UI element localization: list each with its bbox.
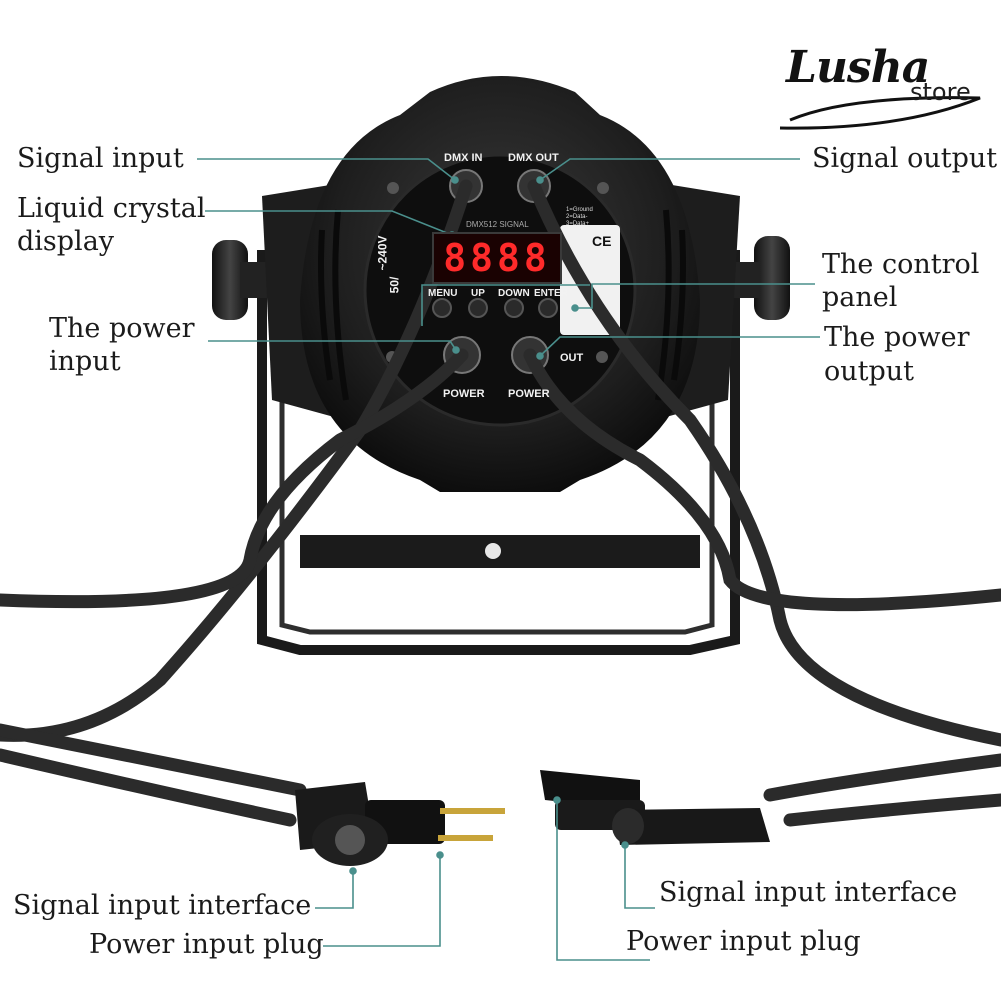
enter-button-label: ENTER: [534, 288, 568, 299]
cables: [0, 179, 1001, 827]
callout-power-output-line2: output: [824, 356, 915, 387]
callout-power-input-line2: input: [49, 346, 121, 377]
right-plugs: [540, 770, 770, 845]
dmx-signal-label: DMX512 SIGNAL: [466, 220, 529, 229]
callout-lcd-line2: display: [17, 226, 115, 257]
ce-mark: CE: [592, 233, 612, 249]
callout-signal-input: Signal input: [17, 143, 184, 174]
power-out-label: POWER: [508, 388, 550, 400]
menu-button-label: MENU: [428, 288, 458, 299]
voltage-label: ~240V: [375, 235, 390, 271]
out-label: OUT: [560, 352, 584, 364]
dmx-in-label: DMX IN: [444, 152, 483, 164]
callout-lcd-line1: Liquid crystal: [17, 193, 206, 224]
left-plugs: [295, 782, 505, 866]
down-button-label: DOWN: [498, 288, 530, 299]
logo-store-text: store: [910, 78, 971, 106]
callout-signal-output: Signal output: [812, 143, 998, 174]
lcd-display: 8888: [432, 232, 562, 284]
callout-power-input-line1: The power: [49, 313, 195, 344]
control-plate: [363, 153, 637, 427]
callout-power-output-line1: The power: [824, 322, 970, 353]
power-in-label: POWER: [443, 388, 485, 400]
logo-script-text: Lusha: [786, 42, 930, 93]
callout-control-panel-line1: The control: [822, 249, 980, 280]
callout-right-signal-interface: Signal input interface: [659, 877, 958, 908]
callout-control-panel-line2: panel: [822, 282, 898, 313]
lusha-store-logo: Lusha store: [772, 20, 982, 132]
pinout-3: 3=Data+: [566, 221, 590, 227]
callout-left-power-plug: Power input plug: [89, 929, 324, 960]
pinout-1: 1=Ground: [566, 207, 593, 213]
dmx-out-label: DMX OUT: [508, 152, 559, 164]
callout-right-power-plug: Power input plug: [626, 926, 861, 957]
pinout-2: 2=Data-: [566, 214, 588, 220]
callout-lines: [197, 158, 820, 961]
frequency-label: 50/: [387, 276, 402, 294]
up-button-label: UP: [471, 288, 485, 299]
callout-left-signal-interface: Signal input interface: [13, 890, 312, 921]
